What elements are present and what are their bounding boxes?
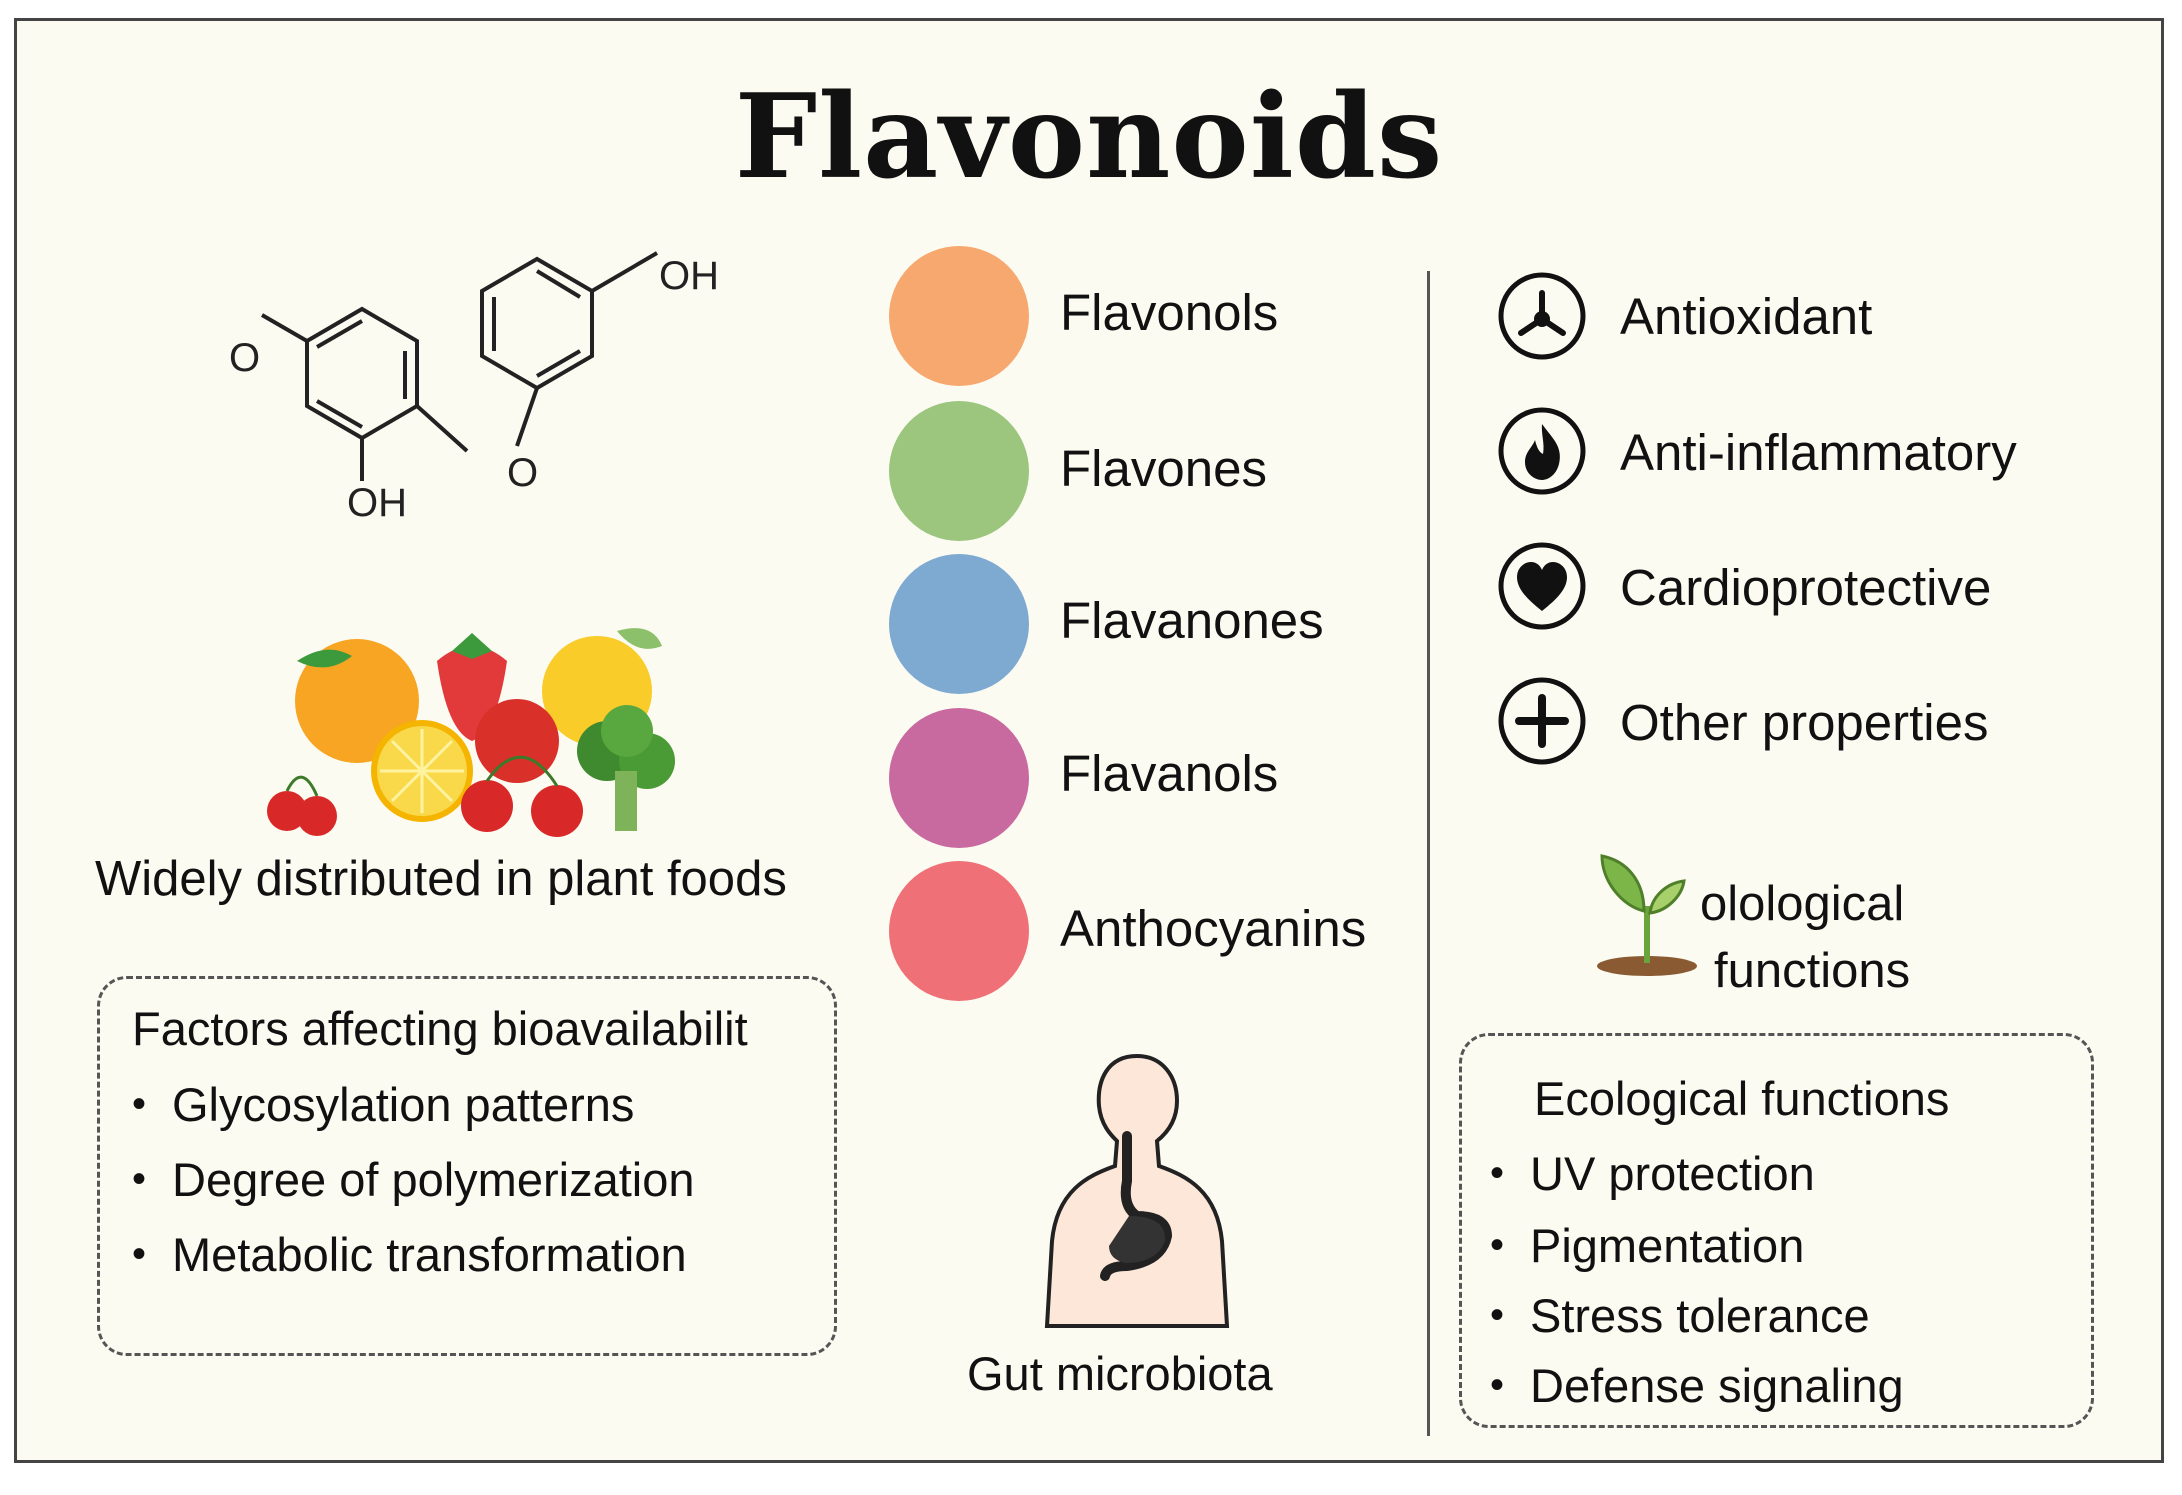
- figure-title: Flavonoids: [734, 69, 1444, 205]
- anthocyanins-circle: [889, 861, 1029, 1001]
- ecological-functions-box: Ecological functions UV protection Pigme…: [1459, 1033, 2094, 1428]
- property-label-antioxidant: Antioxidant: [1620, 288, 1873, 345]
- ecological-heading-line2: functions: [1714, 944, 1911, 998]
- flavonols-circle: [889, 246, 1029, 386]
- flavonoid-structure: O OH O OH: [229, 251, 719, 525]
- ecological-item: Defense signaling: [1490, 1358, 1904, 1413]
- figure-frame: Flavonoids O OH O OH: [14, 18, 2164, 1463]
- antioxidant-icon: [1498, 272, 1586, 360]
- bioavailability-box: Factors affecting bioavailabilit Glycosy…: [97, 976, 837, 1356]
- human-torso-icon: [1044, 1053, 1230, 1328]
- fruits-illustration: [267, 628, 675, 837]
- bioavailability-item: Metabolic transformation: [132, 1227, 687, 1282]
- class-label-flavanols: Flavanols: [1060, 745, 1279, 802]
- class-label-flavones: Flavones: [1060, 440, 1267, 497]
- heart-icon: [1498, 542, 1586, 630]
- plant-foods-caption: Widely distributed in plant foods: [95, 852, 787, 906]
- vertical-divider: [1427, 271, 1430, 1436]
- property-label-other: Other properties: [1620, 694, 1989, 751]
- ecological-item: Stress tolerance: [1490, 1288, 1870, 1343]
- flavones-circle: [889, 401, 1029, 541]
- ecological-item: Pigmentation: [1490, 1218, 1804, 1273]
- ecological-heading-line1: olological: [1700, 877, 1905, 931]
- structure-label-o-left: O: [229, 336, 260, 380]
- class-label-flavonols: Flavonols: [1060, 284, 1279, 341]
- sprout-icon: [1597, 854, 1697, 976]
- ecological-functions-title: Ecological functions: [1534, 1072, 1950, 1125]
- flavanols-circle: [889, 708, 1029, 848]
- property-label-cardioprotective: Cardioprotective: [1620, 559, 1992, 616]
- plus-icon: [1498, 677, 1586, 765]
- structure-label-o-bridge: O: [507, 451, 538, 495]
- bioavailability-item: Glycosylation patterns: [132, 1077, 634, 1132]
- property-label-anti-inflammatory: Anti-inflammatory: [1620, 424, 2017, 481]
- bioavailability-item: Degree of polymerization: [132, 1152, 695, 1207]
- structure-label-oh-bottom: OH: [347, 481, 407, 525]
- flame-icon: [1498, 407, 1586, 495]
- ecological-item: UV protection: [1490, 1146, 1815, 1201]
- flavanones-circle: [889, 554, 1029, 694]
- bioavailability-title: Factors affecting bioavailabilit: [132, 1002, 748, 1055]
- gut-microbiota-label: Gut microbiota: [967, 1347, 1273, 1400]
- class-label-anthocyanins: Anthocyanins: [1060, 900, 1367, 957]
- class-label-flavanones: Flavanones: [1060, 592, 1324, 649]
- structure-label-oh-top: OH: [659, 254, 719, 298]
